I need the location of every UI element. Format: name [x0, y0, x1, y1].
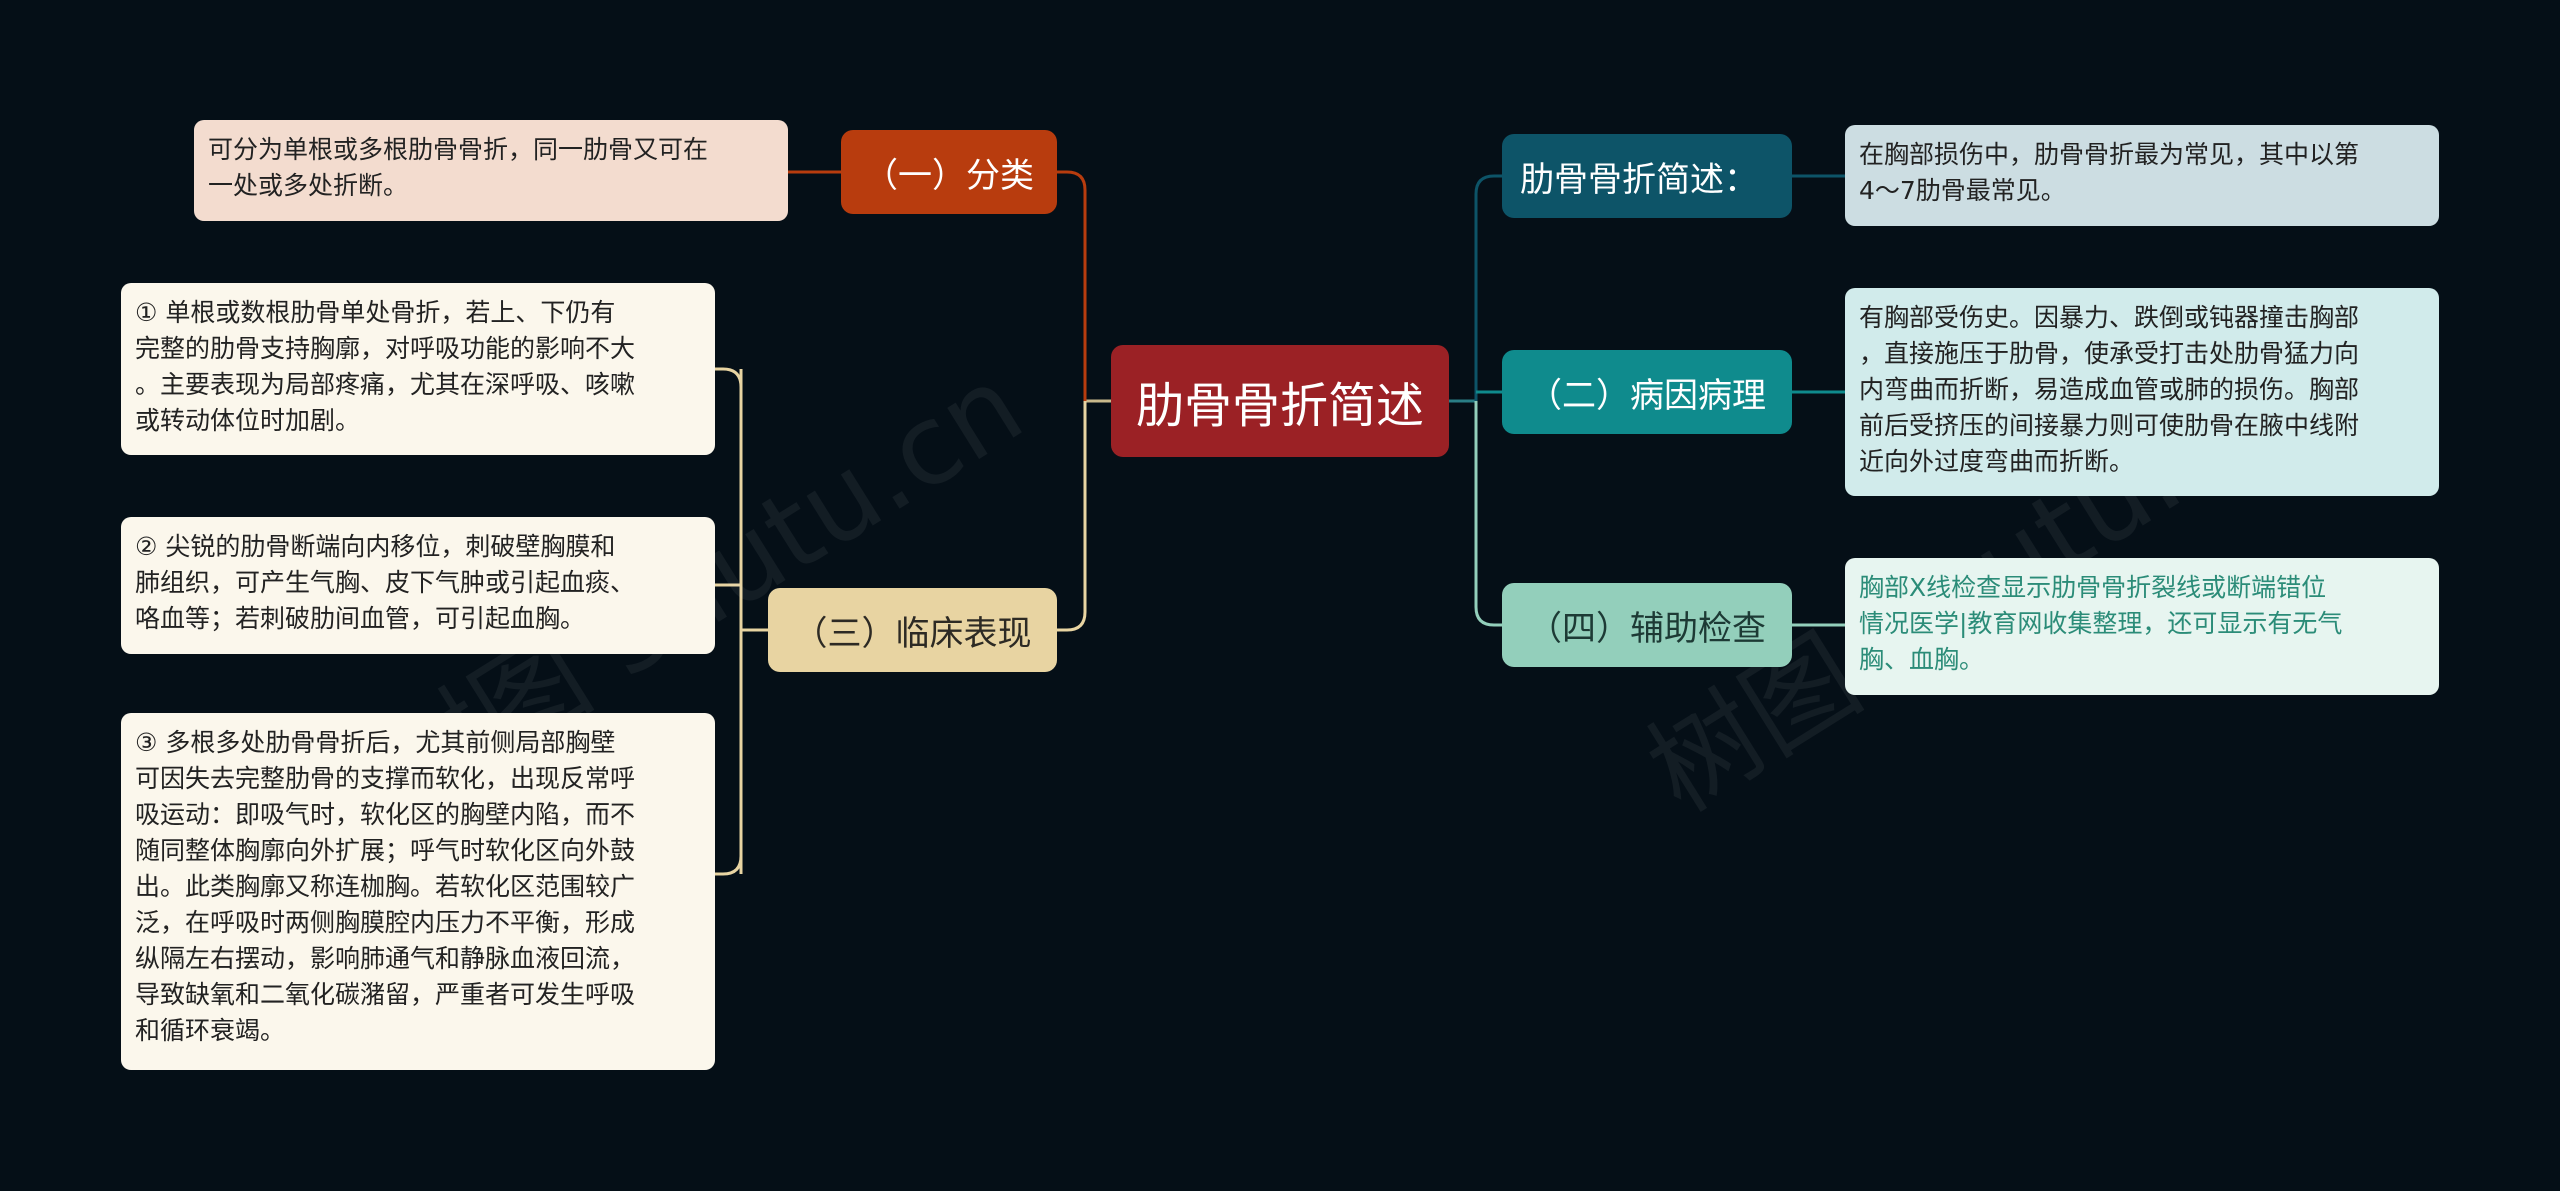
- leaf-clinical-item-1: ① 单根或数根肋骨单处骨折，若上、下仍有 完整的肋骨支持胸廓，对呼吸功能的影响不…: [121, 283, 715, 455]
- leaf-etiology-text: 有胸部受伤史。因暴力、跌倒或钝器撞击胸部 ，直接施压于肋骨，使承受打击处肋骨猛力…: [1845, 288, 2439, 496]
- leaf-overview-text: 在胸部损伤中，肋骨骨折最为常见，其中以第 4～7肋骨最常见。: [1845, 125, 2439, 226]
- branch-exam[interactable]: （四）辅助检查: [1502, 583, 1792, 667]
- branch-overview[interactable]: 肋骨骨折简述：: [1502, 134, 1792, 218]
- leaf-clinical-item-2: ② 尖锐的肋骨断端向内移位，刺破壁胸膜和 肺组织，可产生气胸、皮下气肿或引起血痰…: [121, 517, 715, 654]
- root-topic[interactable]: 肋骨骨折简述: [1111, 345, 1449, 457]
- branch-etiology[interactable]: （二）病因病理: [1502, 350, 1792, 434]
- connector-clinical-bracket: [715, 367, 768, 876]
- connector-right-to-exam: [1474, 401, 1502, 627]
- leaf-clinical-item-3: ③ 多根多处肋骨骨折后，尤其前侧局部胸壁 可因失去完整肋骨的支撑而软化，出现反常…: [121, 713, 715, 1070]
- connector-left-to-classification: [1057, 170, 1087, 401]
- branch-classification[interactable]: （一）分类: [841, 130, 1057, 214]
- leaf-exam-text: 胸部X线检查显示肋骨骨折裂线或断端错位 情况医学|教育网收集整理，还可显示有无气…: [1845, 558, 2439, 695]
- connector-right-to-overview: [1474, 174, 1502, 401]
- connector-left-to-clinical: [1057, 401, 1087, 632]
- branch-clinical[interactable]: （三）临床表现: [768, 588, 1057, 672]
- leaf-classification-text: 可分为单根或多根肋骨骨折，同一肋骨又可在 一处或多处折断。: [194, 120, 788, 221]
